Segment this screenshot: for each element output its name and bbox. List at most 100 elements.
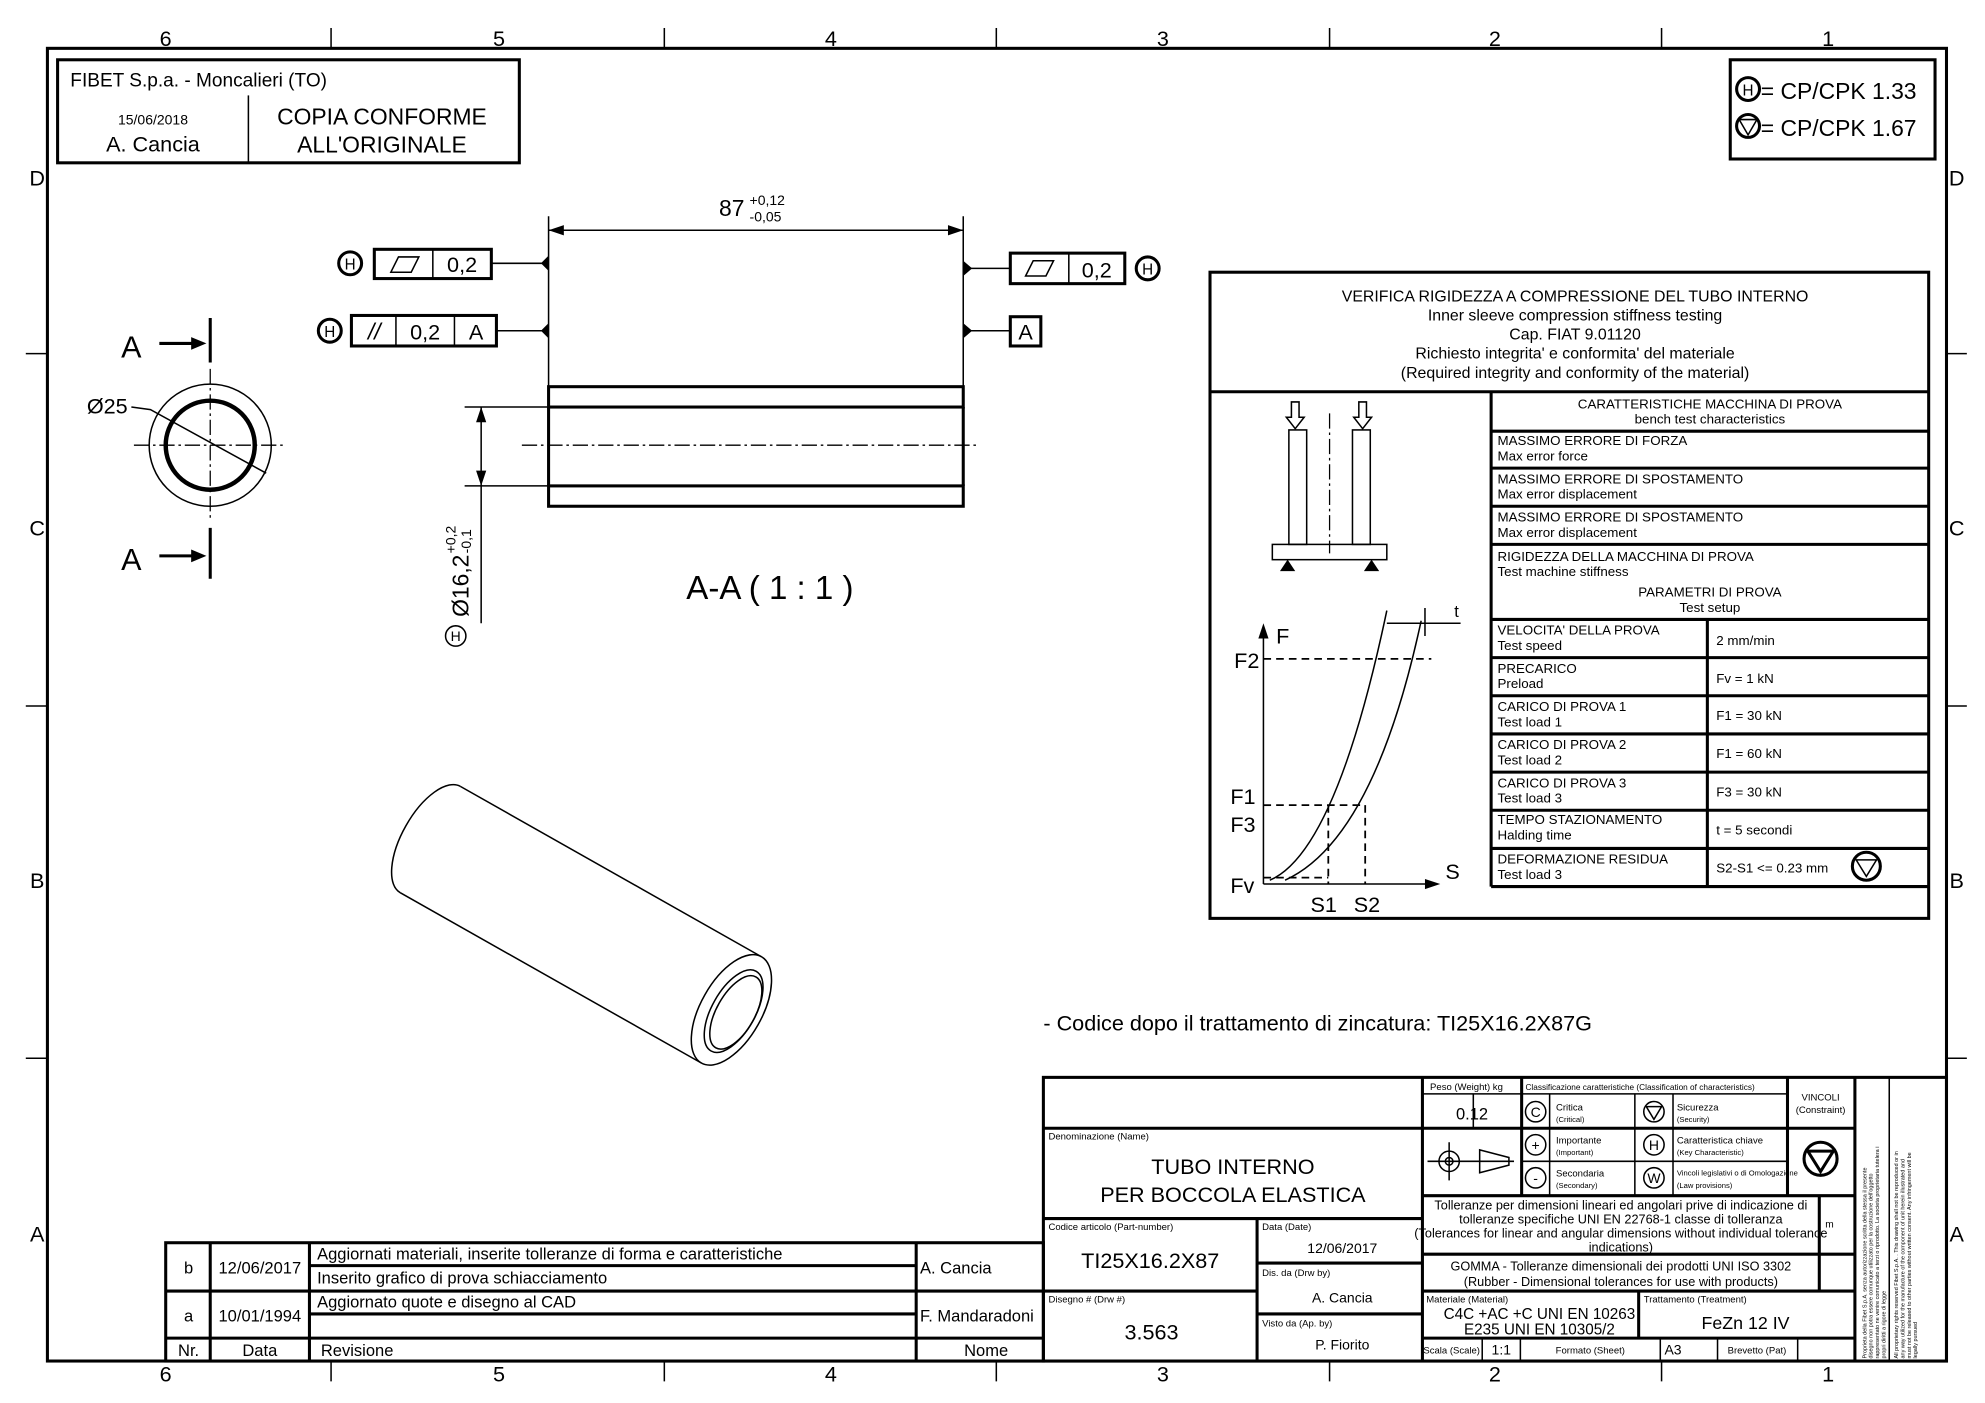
test-title: (Required integrity and conformity of th… <box>1401 365 1750 382</box>
setup-row-value: F1 = 30 kN <box>1716 708 1782 723</box>
class-label: Importante <box>1556 1136 1602 1147</box>
test-panel: VERIFICA RIGIDEZZA A COMPRESSIONE DEL TU… <box>1208 270 1931 920</box>
setup-row-label: CARICO DI PROVA 3 <box>1497 775 1626 790</box>
class-label: (Secondary) <box>1556 1181 1598 1190</box>
material-value: C4C +AC +C UNI EN 10263 <box>1444 1306 1636 1323</box>
grid-col-label: 5 <box>493 26 505 51</box>
test-title: Richiesto integrita' e conformita' del m… <box>1415 346 1734 363</box>
date-label: Data (Date) <box>1262 1222 1311 1233</box>
grid-col-label: 1 <box>1822 1361 1834 1386</box>
stamp-company: FIBET S.p.a. - Moncalieri (TO) <box>70 70 327 91</box>
key-char-letter: H <box>1743 82 1754 99</box>
graph-label-f: F <box>1276 624 1289 649</box>
tolerance-class: m <box>1825 1219 1833 1230</box>
legal-line: Proprieta della Fibet S.p.A. senza autor… <box>1862 1168 1868 1359</box>
bench-row-label: MASSIMO ERRORE DI SPOSTAMENTO <box>1497 471 1743 486</box>
revision-name: A. Cancia <box>920 1258 992 1277</box>
revision-text: Aggiornato quote e disegno al CAD <box>317 1293 576 1312</box>
flatness-icon <box>389 256 421 273</box>
rubber-tolerance-note: (Rubber - Dimensional tolerances for use… <box>1464 1274 1778 1289</box>
legal-line: All proprietary rights reserved Fibet S.… <box>1894 1151 1900 1358</box>
drawn-by: A. Cancia <box>1312 1290 1373 1306</box>
cpk-167-label: = CP/CPK 1.67 <box>1761 115 1917 141</box>
tolerance-note: Tolleranze per dimensioni lineari ed ang… <box>1434 1198 1807 1213</box>
bench-row-label: RIGIDEZZA DELLA MACCHINA DI PROVA <box>1497 549 1753 564</box>
safety-triangle-icon <box>1850 850 1882 882</box>
length-tol-upper: +0,12 <box>750 192 786 208</box>
approved-by-label: Visto da (Ap. by) <box>1262 1319 1332 1330</box>
tolerance-note: indications) <box>1589 1240 1653 1255</box>
section-marker-bottom: A <box>121 543 142 577</box>
grid-row-label: D <box>29 166 45 191</box>
revision-header: Revisione <box>321 1341 394 1360</box>
revision-nr: b <box>184 1258 193 1277</box>
grid-ticks <box>25 27 1967 1382</box>
graph-label-fv: Fv <box>1230 873 1254 898</box>
part-number: TI25X16.2X87 <box>1081 1248 1219 1273</box>
revision-date: 12/06/2017 <box>219 1258 302 1277</box>
setup-row-value: Fv = 1 kN <box>1716 671 1773 686</box>
grid-col-label: 6 <box>160 1361 172 1386</box>
revision-header: Nr. <box>178 1341 199 1360</box>
setup-row-label: PRECARICO <box>1497 661 1576 676</box>
key-characteristic-icon <box>444 625 467 647</box>
graph-label-f3: F3 <box>1230 812 1255 837</box>
important-icon: + <box>1532 1137 1540 1153</box>
weight-label: Peso (Weight) kg <box>1430 1082 1503 1093</box>
inner-diameter-tol-upper: +0,2 <box>443 525 459 553</box>
grid-row-label: C <box>1949 516 1965 541</box>
test-title: VERIFICA RIGIDEZZA A COMPRESSIONE DEL TU… <box>1342 288 1809 305</box>
revision-nr: a <box>184 1307 194 1326</box>
setup-header: PARAMETRI DI PROVA <box>1638 585 1781 600</box>
setup-header: Test setup <box>1679 600 1740 615</box>
setup-row-label: Halding time <box>1497 828 1571 843</box>
grid-col-label: 2 <box>1489 26 1501 51</box>
graph-label-s1: S1 <box>1310 892 1336 917</box>
setup-row-value: F1 = 60 kN <box>1716 746 1782 761</box>
cpk-133-label: = CP/CPK 1.33 <box>1761 78 1917 104</box>
key-char-letter: H <box>451 628 461 644</box>
bench-header: bench test characteristics <box>1635 412 1786 427</box>
grid-row-label: D <box>1949 166 1965 191</box>
law-provisions-icon: W <box>1647 1170 1661 1186</box>
grid-row-label: B <box>30 868 44 893</box>
grid-col-label: 2 <box>1489 1361 1501 1386</box>
cpk-legend: H = CP/CPK 1.33 = CP/CPK 1.67 <box>1728 58 1937 161</box>
rubber-tolerance-note: GOMMA - Tolleranze dimensionali dei prod… <box>1450 1259 1791 1274</box>
bench-row-label: MASSIMO ERRORE DI SPOSTAMENTO <box>1497 510 1743 525</box>
sheet-value: A3 <box>1664 1342 1681 1358</box>
drawn-by-label: Dis. da (Drw by) <box>1262 1268 1330 1279</box>
bench-row-label: Test machine stiffness <box>1497 564 1628 579</box>
stamp-name: A. Cancia <box>106 131 201 156</box>
inner-diameter-tol-lower: -0,1 <box>458 529 474 553</box>
legal-line: propri diritti a rigore di legge <box>1881 1291 1887 1359</box>
graph-label-f2: F2 <box>1234 648 1259 673</box>
graph-label-s2: S2 <box>1354 892 1380 917</box>
test-title: Inner sleeve compression stiffness testi… <box>1428 308 1722 325</box>
bench-row-label: MASSIMO ERRORE DI FORZA <box>1497 433 1687 448</box>
parallel-datum: A <box>469 320 484 345</box>
stamp-date: 15/06/2018 <box>118 112 188 128</box>
setup-row-value: 2 mm/min <box>1716 633 1775 648</box>
stamp-line2: ALL'ORIGINALE <box>297 132 467 158</box>
grid-row-label: A <box>30 1221 45 1246</box>
revision-text: Aggiornati materiali, inserite tolleranz… <box>317 1244 782 1263</box>
graph-label-t: t <box>1454 602 1459 621</box>
bench-row-label: Max error displacement <box>1497 525 1637 540</box>
grid-col-label: 4 <box>825 26 837 51</box>
revision-name: F. Mandaradoni <box>920 1307 1034 1326</box>
key-char-letter: H <box>324 324 335 341</box>
part-name: TUBO INTERNO <box>1151 1154 1314 1179</box>
key-characteristic-icon <box>337 250 364 277</box>
scale-value: 1:1 <box>1492 1342 1512 1358</box>
setup-row-label: DEFORMAZIONE RESIDUA <box>1497 852 1668 867</box>
copy-stamp: FIBET S.p.a. - Moncalieri (TO) 15/06/201… <box>56 58 521 165</box>
name-label: Denominazione (Name) <box>1048 1132 1148 1143</box>
grid-col-label: 5 <box>493 1361 505 1386</box>
bench-row-label: Max error force <box>1497 448 1587 463</box>
code-label: Codice articolo (Part-number) <box>1048 1222 1173 1233</box>
class-label: Vincoli legislativi o di Omologazione <box>1677 1168 1798 1177</box>
revision-table: b 12/06/2017 Aggiornati materiali, inser… <box>164 1241 1045 1363</box>
grid-labels: 6 5 4 3 2 1 6 5 4 3 2 1 D C B A D C B A <box>29 26 1964 1387</box>
